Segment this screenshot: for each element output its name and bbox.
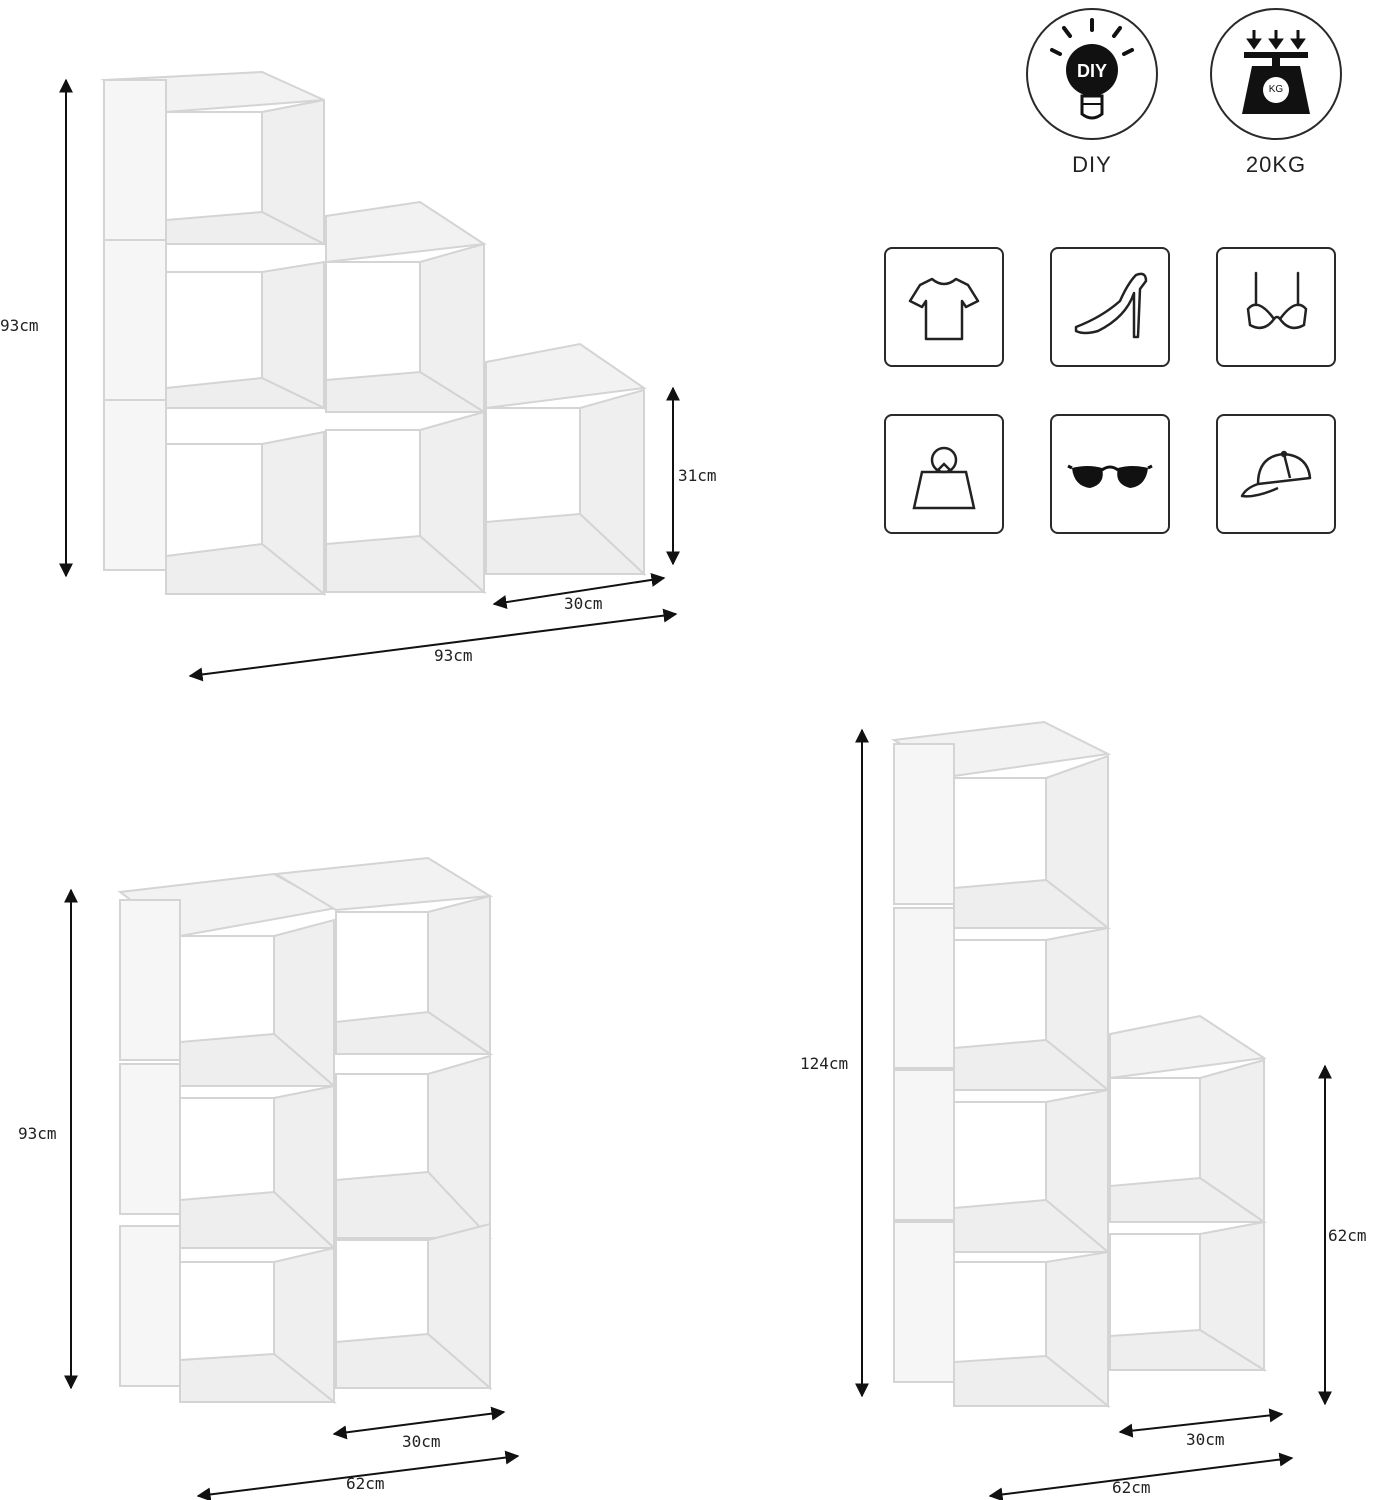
cube xyxy=(119,1225,337,1405)
cube xyxy=(893,1069,1111,1255)
arrow-width-tower xyxy=(988,1452,1294,1500)
dimension-arrows xyxy=(59,78,1332,1500)
cube xyxy=(893,907,1111,1093)
height-label-2x3: 93cm xyxy=(18,1124,57,1143)
width-label-staircase: 93cm xyxy=(434,646,473,665)
weight-badge: KG 20KG xyxy=(1210,8,1342,178)
cube xyxy=(335,1222,493,1391)
lower-height-label-tower: 62cm xyxy=(1328,1226,1367,1245)
cube xyxy=(103,399,327,597)
tshirt-icon xyxy=(908,277,980,341)
cube xyxy=(335,894,494,1056)
cube xyxy=(119,899,337,1089)
cube xyxy=(893,1221,1111,1409)
bra-icon xyxy=(1246,271,1308,330)
tile-bags xyxy=(884,414,1004,534)
two-by-three-shelf xyxy=(117,856,494,1405)
cube xyxy=(325,200,488,414)
cube-width-label-tower: 30cm xyxy=(1186,1430,1225,1449)
arrow-cube-width-2x3 xyxy=(332,1406,506,1440)
diy-label: DIY xyxy=(1072,152,1112,177)
high-heel-icon xyxy=(1074,272,1148,339)
arrow-cube-width-staircase xyxy=(492,572,666,610)
sunglasses-icon xyxy=(1067,464,1153,488)
staircase-shelf xyxy=(100,70,647,597)
cube xyxy=(100,70,325,246)
weight-label: 20KG xyxy=(1245,152,1307,177)
arrow-width-staircase xyxy=(188,608,678,682)
diy-badge: DIY DIY xyxy=(1026,8,1158,178)
cube xyxy=(119,1063,337,1251)
arrow-width-2x3 xyxy=(196,1450,520,1500)
width-label-tower: 62cm xyxy=(1112,1478,1151,1497)
cube-width-label-2x3: 30cm xyxy=(402,1432,441,1451)
cube xyxy=(893,743,1111,931)
tile-shoes xyxy=(1050,247,1170,367)
cube xyxy=(335,1054,493,1241)
tile-clothes xyxy=(884,247,1004,367)
cube xyxy=(103,239,325,410)
cube-height-label: 31cm xyxy=(678,466,717,485)
handbag-icon xyxy=(912,446,976,510)
svg-text:DIY: DIY xyxy=(1077,61,1107,81)
width-label-2x3: 62cm xyxy=(346,1474,385,1493)
tile-hats xyxy=(1216,414,1336,534)
cube xyxy=(485,342,647,577)
cap-icon xyxy=(1240,450,1312,498)
weight-scale-icon: KG xyxy=(1210,8,1342,140)
weight-scale-text: KG xyxy=(1268,84,1284,95)
diy-bulb-icon: DIY xyxy=(1026,8,1158,140)
tile-glasses xyxy=(1050,414,1170,534)
tower-l-shelf xyxy=(890,720,1268,1409)
tile-underwear xyxy=(1216,247,1336,367)
height-label-tower: 124cm xyxy=(800,1054,849,1073)
cube xyxy=(325,410,487,595)
arrow-cube-width-tower xyxy=(1118,1408,1284,1438)
cube xyxy=(1109,1220,1268,1372)
cube-width-label-staircase: 30cm xyxy=(564,594,603,613)
cube xyxy=(1109,1058,1268,1224)
height-label-staircase: 93cm xyxy=(0,316,39,335)
